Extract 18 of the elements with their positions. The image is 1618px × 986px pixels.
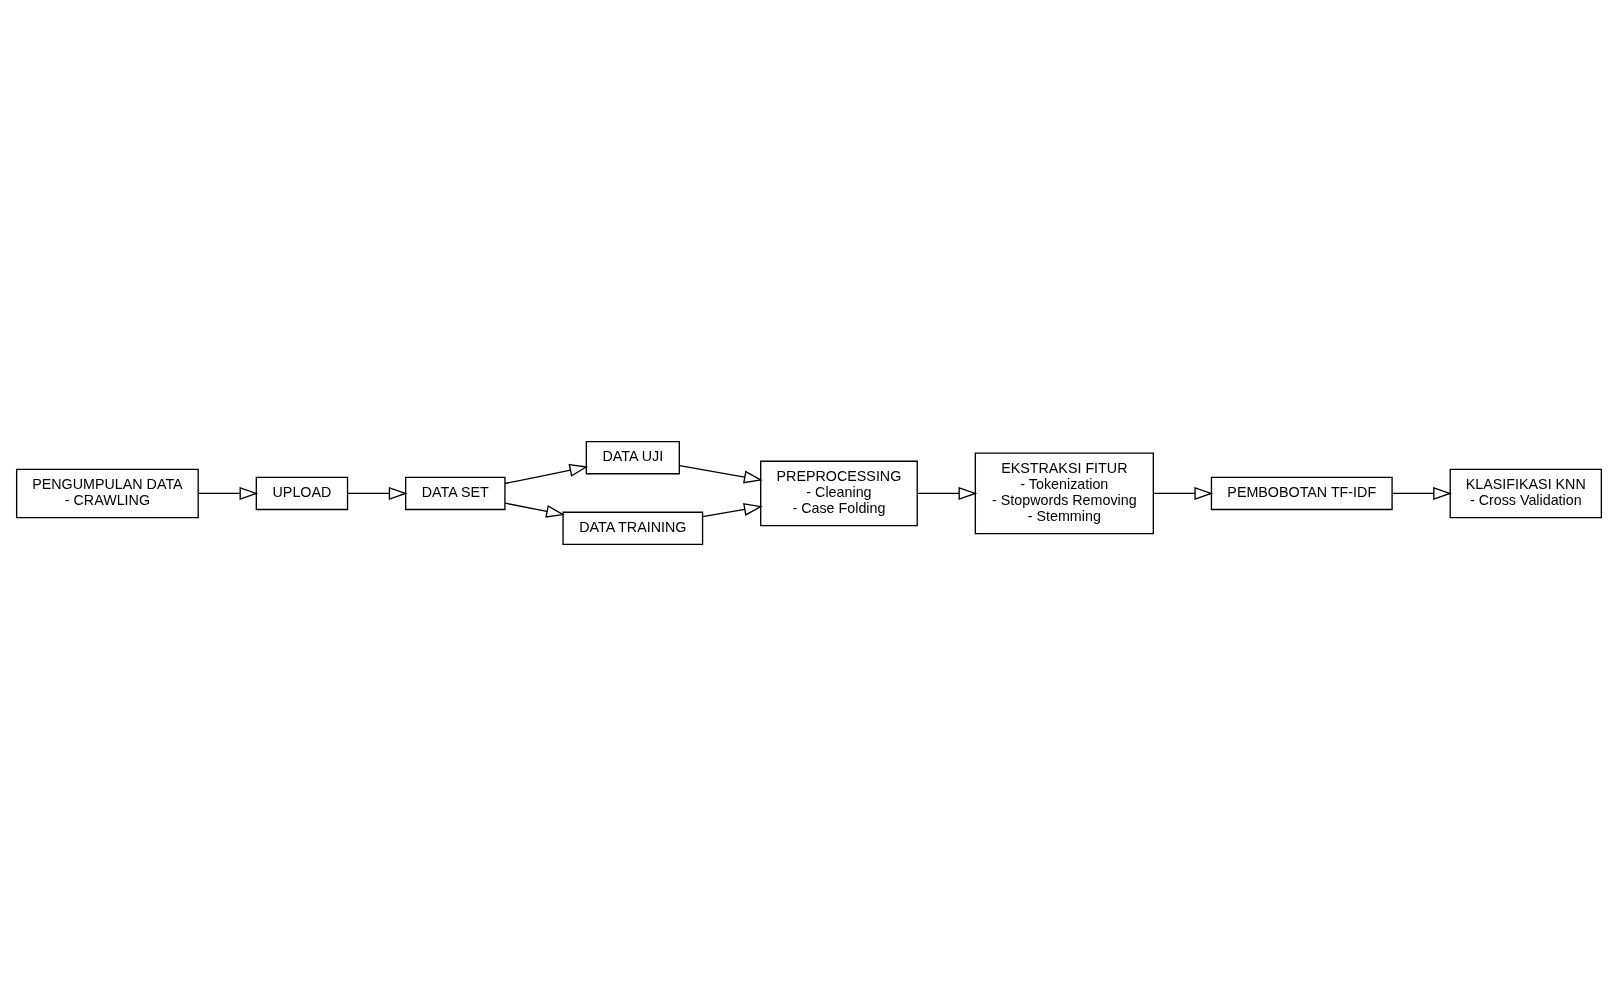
- arrow: [1391, 486, 1452, 501]
- arrow: [504, 463, 589, 485]
- node-box: PREPROCESSING - Cleaning - Case Folding: [760, 460, 918, 527]
- arrow: [1152, 486, 1214, 501]
- node-box: PENGUMPULAN DATA - CRAWLING: [15, 468, 199, 519]
- node-box: DATA TRAINING: [562, 511, 704, 546]
- node-box: EKSTRAKSI FITUR - Tokenization - Stopwords Removing - Stemming: [974, 452, 1154, 535]
- arrow: [504, 502, 565, 518]
- node-box: UPLOAD: [255, 476, 349, 511]
- arrow: [701, 503, 763, 518]
- arrow: [916, 486, 978, 501]
- arrow: [347, 486, 408, 501]
- node-box: PEMBOBOTAN TF-IDF: [1210, 476, 1393, 511]
- arrow: [678, 465, 763, 484]
- node-box: DATA UJI: [585, 440, 680, 475]
- node-box: KLASIFIKASI KNN - Cross Validation: [1449, 468, 1603, 519]
- node-box: DATA SET: [405, 476, 506, 511]
- arrow: [197, 486, 259, 501]
